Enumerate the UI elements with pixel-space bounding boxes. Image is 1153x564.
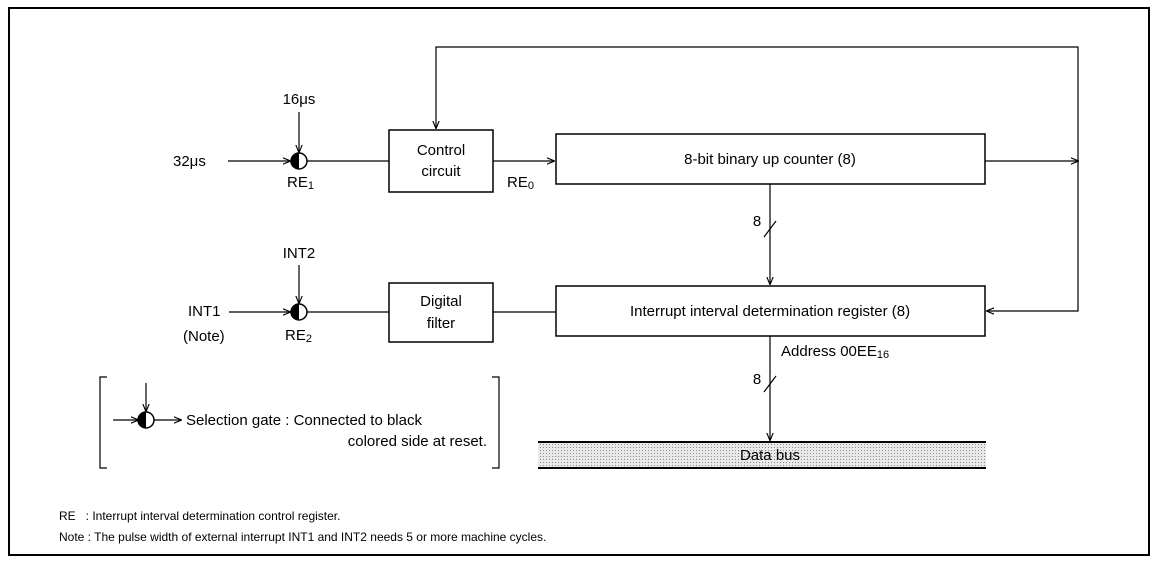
re1-label: RE1 [287, 174, 314, 192]
note-footnote: Note : The pulse width of external inter… [59, 530, 546, 544]
interval-register-block [555, 285, 986, 337]
interval-register-label: Interrupt interval determination registe… [630, 303, 910, 320]
figure-frame [8, 7, 1150, 556]
clock-16us-label: 16μs [283, 91, 316, 108]
legend-bracket-left [99, 376, 107, 469]
data-bus-label: Data bus [740, 447, 800, 464]
binary-up-counter-label: 8-bit binary up counter (8) [684, 151, 856, 168]
control-circuit-label-1: Control [417, 142, 465, 159]
digital-filter-block [388, 282, 494, 343]
control-circuit-label-2: circuit [421, 163, 461, 180]
re-footnote: RE : Interrupt interval determination co… [59, 509, 340, 523]
bus-width-label-1: 8 [753, 213, 761, 230]
data-bus [538, 441, 986, 469]
int1-label: INT1 [188, 303, 221, 320]
bus-width-label-2: 8 [753, 371, 761, 388]
bus-width-slash-1 [763, 220, 777, 238]
legend-selection-gate-text-2: colored side at reset. [348, 433, 487, 450]
reload-to-register-wire [987, 161, 1079, 311]
selection-gate-re2 [290, 303, 308, 321]
int2-label: INT2 [283, 245, 316, 262]
re2-label: RE2 [285, 327, 312, 345]
address-label: Address 00EE16 [781, 343, 889, 361]
clock-32us-label: 32μs [173, 153, 206, 170]
digital-filter-label-1: Digital [420, 293, 462, 310]
note-label: (Note) [183, 328, 225, 345]
legend-bracket-right [492, 376, 500, 469]
legend-selection-gate-text: Selection gate : Connected to black [186, 412, 422, 429]
re0-label: RE0 [507, 174, 534, 192]
control-circuit-block [388, 129, 494, 193]
digital-filter-label-2: filter [427, 315, 455, 332]
selection-gate-re1 [290, 152, 308, 170]
legend-selection-gate-icon [137, 411, 155, 429]
feedback-loop-wire [436, 46, 1079, 161]
bus-width-slash-2 [763, 375, 777, 393]
